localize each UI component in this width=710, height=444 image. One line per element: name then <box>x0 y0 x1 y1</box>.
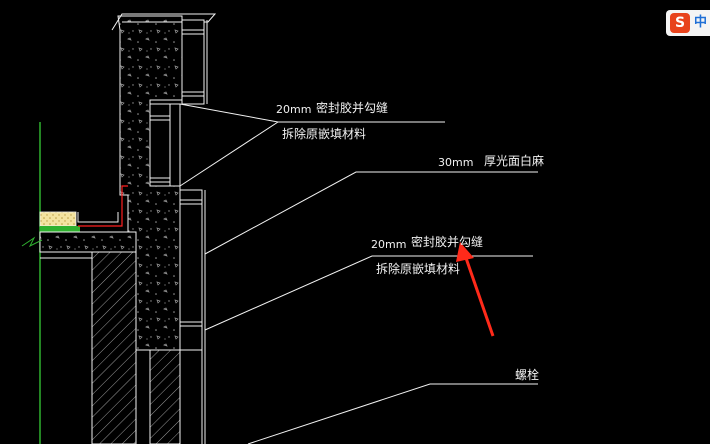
anchor-brackets <box>150 29 204 327</box>
annotation-1-size: 20mm <box>276 103 312 116</box>
break-line <box>21 236 43 248</box>
waterproof-red-line <box>78 185 128 227</box>
sogou-logo-icon[interactable]: S <box>670 13 690 33</box>
stone-panel-upper <box>181 19 205 105</box>
window-opening <box>149 103 181 187</box>
annotation-2-size: 30mm <box>438 156 474 169</box>
wall-top-cap <box>111 13 217 31</box>
roof-insulation <box>39 211 77 227</box>
roof-slab <box>39 231 137 253</box>
brick-wall-left <box>91 251 137 444</box>
annotation-3-text: 密封胶并勾缝 <box>411 235 484 249</box>
ime-language-indicator[interactable]: 中 <box>694 15 708 30</box>
roof-green-layer <box>40 226 80 232</box>
annotation-3-sub: 拆除原嵌填材料 <box>376 262 461 276</box>
leader-lines <box>179 103 538 444</box>
parapet-gutter <box>77 212 119 223</box>
annotation-2-text: 厚光面白麻 <box>484 154 545 168</box>
brick-wall-right <box>149 349 181 444</box>
ime-toolbar[interactable]: S 中 <box>666 10 710 36</box>
annotation-1-text: 密封胶并勾缝 <box>316 101 389 115</box>
annotation-4-text: 螺栓 <box>515 368 540 382</box>
stone-panel-lower <box>179 189 203 351</box>
annotation-1-sub: 拆除原嵌填材料 <box>282 127 367 141</box>
annotation-3-size: 20mm <box>371 238 407 251</box>
red-pointer-arrow <box>456 242 495 337</box>
